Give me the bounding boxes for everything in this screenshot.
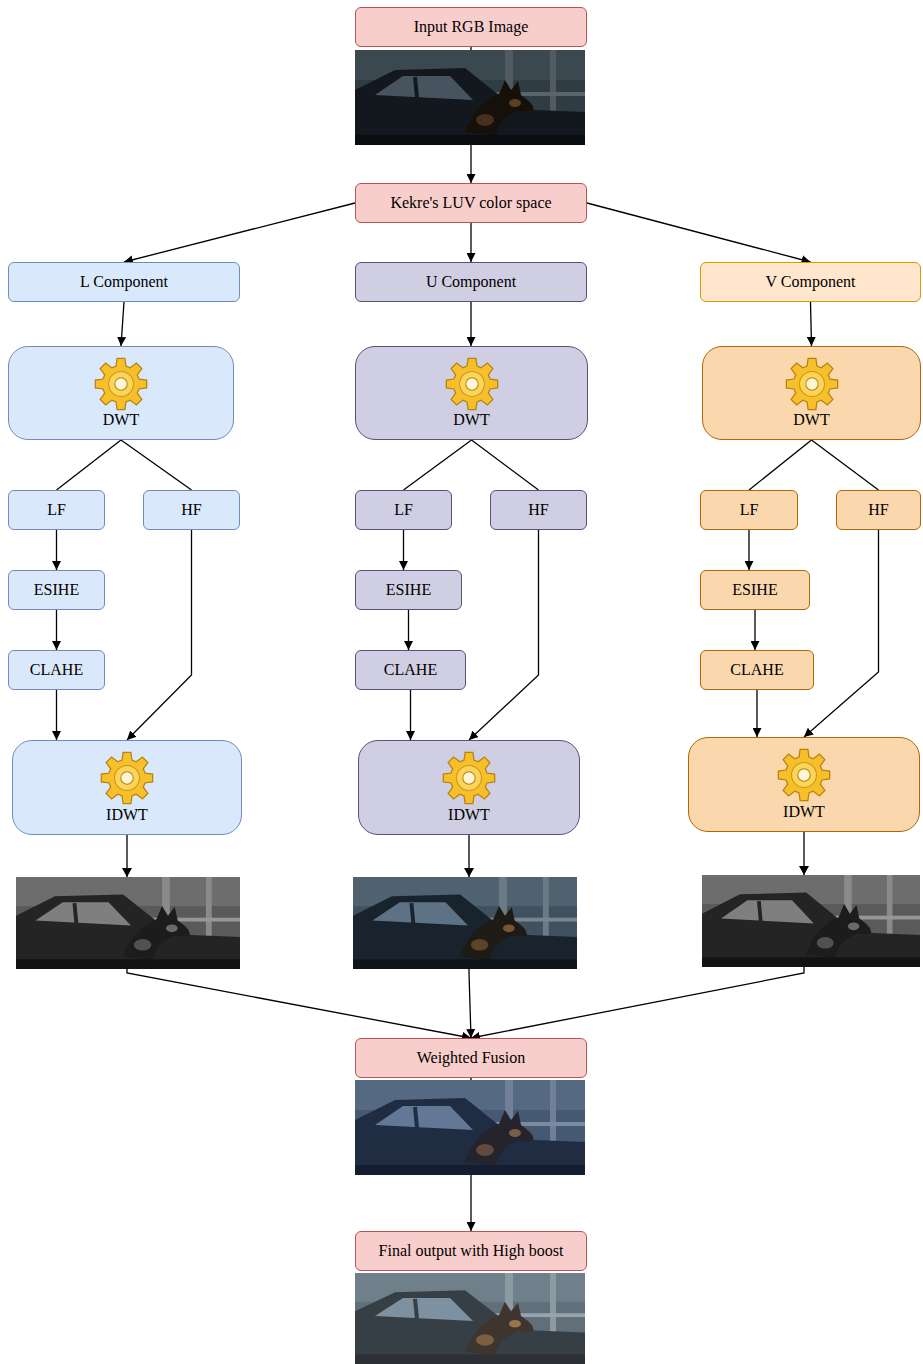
box-label: DWT [453, 411, 489, 429]
connector-arrow [124, 203, 355, 262]
process-box: U Component [355, 262, 587, 302]
arrow-head [799, 866, 809, 875]
connector-arrow [404, 440, 472, 490]
box-label: CLAHE [384, 661, 437, 679]
box-label: CLAHE [30, 661, 83, 679]
gear-icon [777, 748, 831, 802]
process-box: CLAHE [8, 650, 105, 690]
connector-arrow [587, 203, 811, 262]
process-box: ESIHE [355, 570, 462, 610]
process-box: LF [355, 490, 452, 530]
connector-arrow [811, 302, 812, 346]
transform-box: DWT [8, 346, 234, 440]
box-label: CLAHE [730, 661, 783, 679]
box-label: DWT [103, 411, 139, 429]
box-label: HF [181, 501, 201, 519]
connector-arrow [408, 610, 409, 650]
box-label: Final output with High boost [379, 1242, 564, 1260]
process-box: ESIHE [8, 570, 105, 610]
arrow-head [122, 868, 132, 877]
box-label: DWT [793, 411, 829, 429]
connector-arrow [754, 610, 755, 650]
box-label: HF [528, 501, 548, 519]
connector-arrow [56, 530, 57, 570]
box-label: LF [740, 501, 759, 519]
connector-arrow [472, 440, 539, 490]
box-label: ESIHE [386, 581, 431, 599]
gear-icon [94, 357, 148, 411]
box-label: ESIHE [34, 581, 79, 599]
connector-arrow [56, 690, 57, 740]
box-label: IDWT [106, 806, 148, 824]
gear-icon [785, 357, 839, 411]
connector-arrow [804, 530, 879, 737]
gear-icon [100, 751, 154, 805]
connector-arrow [127, 530, 192, 740]
connector-arrow [121, 302, 124, 346]
box-label: U Component [426, 273, 516, 291]
photo-thumbnail [702, 875, 920, 967]
process-box: CLAHE [700, 650, 814, 690]
photo-thumbnail [16, 877, 240, 969]
transform-box: IDWT [12, 740, 242, 835]
photo-thumbnail [353, 877, 577, 969]
gear-icon [442, 751, 496, 805]
connector-arrow [403, 530, 404, 570]
connector-arrow [748, 530, 749, 570]
box-label: IDWT [783, 803, 825, 821]
process-box: L Component [8, 262, 240, 302]
process-box: CLAHE [355, 650, 466, 690]
process-box: Kekre's LUV color space [355, 183, 587, 223]
process-box: HF [490, 490, 587, 530]
connector-arrow [56, 610, 57, 650]
process-box: HF [836, 490, 921, 530]
process-box: LF [700, 490, 798, 530]
connector-arrow [57, 440, 122, 490]
process-box: ESIHE [700, 570, 810, 610]
connector-arrow [756, 690, 757, 737]
box-label: Input RGB Image [414, 18, 529, 36]
connector-arrow [469, 530, 539, 740]
box-label: ESIHE [732, 581, 777, 599]
process-box: HF [143, 490, 240, 530]
connector-arrow [812, 440, 879, 490]
box-label: L Component [80, 273, 168, 291]
process-box: Input RGB Image [355, 7, 587, 47]
box-label: LF [47, 501, 66, 519]
process-box: V Component [700, 262, 921, 302]
process-box: Weighted Fusion [355, 1038, 587, 1078]
connector-arrow [121, 440, 192, 490]
process-box: Final output with High boost [355, 1231, 587, 1271]
box-label: IDWT [448, 806, 490, 824]
photo-thumbnail [355, 1273, 585, 1364]
transform-box: IDWT [688, 737, 920, 832]
connector-arrow [749, 440, 812, 490]
box-label: Kekre's LUV color space [390, 194, 551, 212]
box-label: V Component [766, 273, 856, 291]
box-label: HF [868, 501, 888, 519]
process-box: LF [8, 490, 105, 530]
connector-arrow [410, 690, 411, 740]
connector-arrow [470, 223, 471, 262]
transform-box: DWT [702, 346, 921, 440]
photo-thumbnail [355, 1080, 585, 1175]
transform-box: DWT [355, 346, 588, 440]
arrow-head [464, 868, 474, 877]
box-label: Weighted Fusion [417, 1049, 525, 1067]
photo-thumbnail [355, 50, 585, 145]
box-label: LF [394, 501, 413, 519]
transform-box: IDWT [358, 740, 580, 835]
connector-arrow [470, 302, 471, 346]
gear-icon [445, 357, 499, 411]
